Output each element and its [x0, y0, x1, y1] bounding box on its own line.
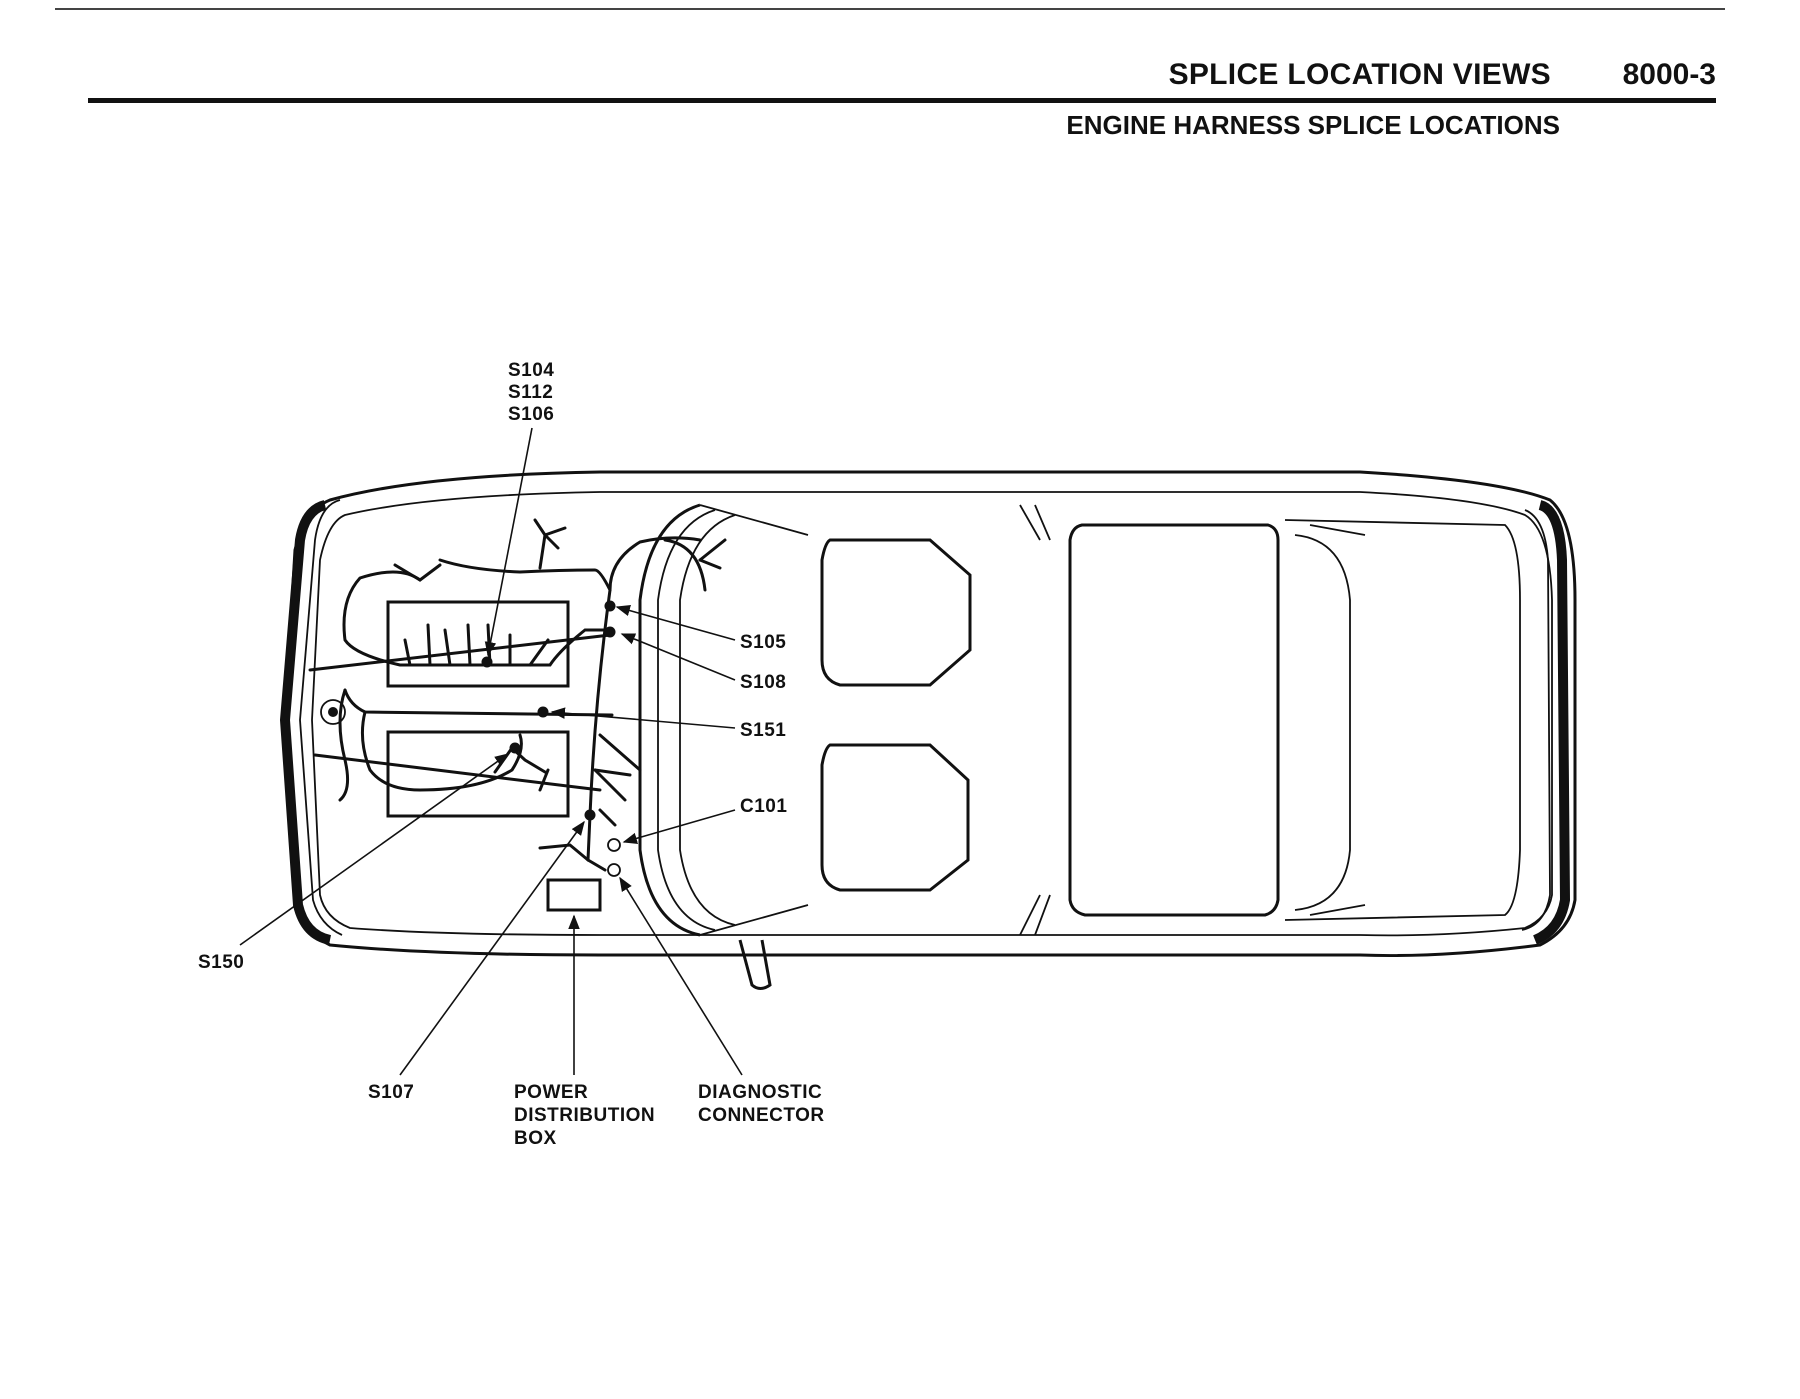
splice-s104 [481, 656, 493, 668]
splice-s150 [509, 742, 521, 754]
rear-bumper [1532, 500, 1571, 945]
label-s151: S151 [740, 720, 786, 741]
hood-latch [320, 699, 346, 725]
rear-window [1284, 519, 1521, 921]
splice-s108 [604, 626, 616, 638]
label-s104: S104 [508, 360, 554, 381]
splice-s105 [604, 600, 616, 612]
label-s107: S107 [368, 1082, 414, 1103]
label-s105: S105 [740, 632, 786, 653]
body-inner-line [311, 491, 1553, 937]
front-bumper [279, 500, 332, 945]
splice-s151 [537, 706, 549, 718]
page-subtitle: ENGINE HARNESS SPLICE LOCATIONS [1066, 110, 1560, 140]
label-diag-line1: DIAGNOSTIC [698, 1082, 822, 1103]
car-body [279, 470, 1577, 990]
front-seat-left [820, 538, 972, 687]
connector-c101 [607, 838, 621, 852]
label-s108: S108 [740, 672, 786, 693]
page-number: 8000-3 [1622, 58, 1716, 91]
splice-points [481, 600, 621, 877]
top-rule [55, 8, 1725, 10]
label-pdb-line1: POWER [514, 1082, 588, 1103]
label-diag-line2: CONNECTOR [698, 1105, 825, 1126]
wiring-harness [308, 518, 727, 872]
side-mirror [738, 939, 772, 990]
roof-panel [1068, 523, 1280, 917]
power-distribution-box [546, 878, 602, 912]
page-header: SPLICE LOCATION VIEWS 8000-3 [88, 58, 1716, 102]
label-c101: C101 [740, 796, 787, 817]
section-title: SPLICE LOCATION VIEWS [1168, 58, 1551, 91]
splice-s107 [584, 809, 596, 821]
header-rule [88, 98, 1716, 103]
diagnostic-connector [607, 863, 621, 877]
windshield-frame [638, 503, 701, 937]
label-pdb-line2: DISTRIBUTION [514, 1105, 655, 1126]
leader-lines [239, 427, 743, 1076]
label-pdb-line3: BOX [514, 1128, 557, 1149]
callout-labels: S104 S112 S106 S105 S108 S151 C101 S150 … [198, 360, 825, 1149]
label-s112: S112 [508, 382, 553, 403]
label-s150: S150 [198, 952, 244, 973]
label-s106: S106 [508, 404, 554, 425]
front-seat-right [820, 743, 970, 892]
engine-block-lower [386, 730, 570, 818]
